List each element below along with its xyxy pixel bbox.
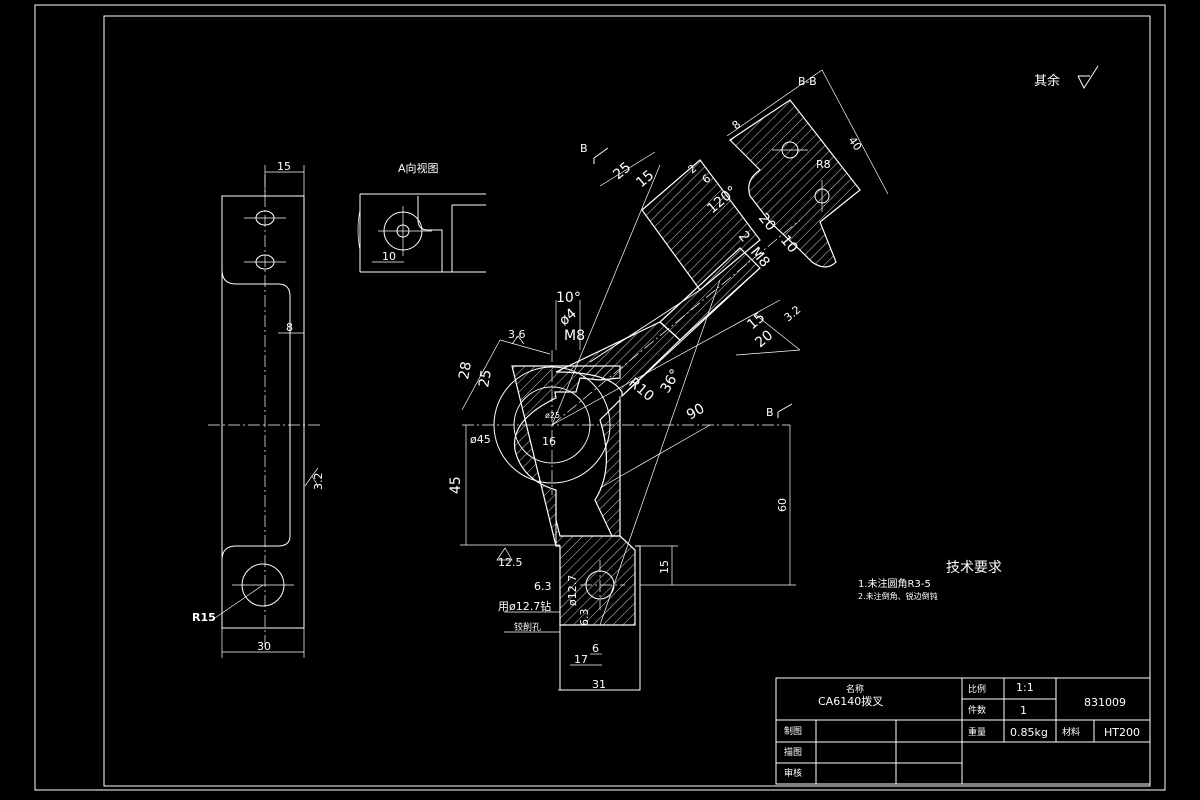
outer-border: [34, 4, 1166, 791]
section-label: B-B: [798, 75, 817, 88]
dim-m8b: M8: [564, 328, 585, 344]
dim-left-top-width: 15: [277, 160, 291, 173]
dim-left-bottom-width: 30: [257, 640, 271, 653]
tb-qty: 1: [1020, 704, 1027, 717]
tb-part-name: CA6140拨叉: [818, 694, 883, 708]
section-mark-right: B: [766, 406, 774, 419]
dim-25b: 25: [476, 368, 495, 388]
dim-dia-4: ø4: [556, 306, 580, 330]
tb-weight-label: 重量: [968, 726, 986, 738]
dim-6-3b: 6.3: [578, 609, 591, 627]
aux-view-label: A向视图: [398, 161, 439, 175]
dim-25: 25: [610, 159, 634, 183]
inner-border: [103, 15, 1151, 787]
tb-part-name-label: 名称: [846, 683, 864, 695]
dim-dia-45: ø45: [470, 433, 491, 446]
tech-req-item-2: 2.未注倒角、锐边倒钝: [858, 591, 938, 601]
dim-bb-r8: R8: [816, 158, 831, 171]
main-view: B B 25 15 2 6 120° 20 10 2 M8 10° ø4 M8: [448, 142, 803, 691]
dim-15c: 15: [658, 560, 671, 574]
section-mark-top: B: [580, 142, 588, 155]
dim-28: 28: [456, 360, 475, 380]
dim-bb-40: 40: [846, 134, 865, 153]
dim-15: 15: [633, 167, 657, 191]
tech-req-title: 技术要求: [946, 560, 1002, 576]
surface-note-label: 其余: [1034, 73, 1060, 89]
dim-left-radius: R15: [192, 611, 216, 624]
dim-angle-10: 10°: [556, 290, 581, 306]
dim-60: 60: [776, 498, 789, 512]
tb-drawing-no: 831009: [1084, 696, 1126, 709]
title-block: 名称 CA6140拨叉 比例 1:1 件数 1 831009 重量 0.85kg…: [775, 677, 1151, 785]
tb-material: HT200: [1104, 726, 1140, 739]
tb-design-label: 描图: [784, 746, 802, 758]
dim-6b: 6: [592, 642, 599, 655]
dim-bore: ø25: [545, 411, 560, 420]
dim-aux-10: 10: [382, 250, 396, 263]
tb-qty-label: 件数: [968, 704, 986, 716]
tb-scale: 1:1: [1016, 681, 1034, 694]
surface-finish-note: 其余: [1034, 65, 1099, 90]
dim-12-5: 12.5: [498, 556, 523, 569]
tb-scale-label: 比例: [968, 683, 986, 695]
bore-note-2: 铰削孔: [514, 621, 541, 633]
dim-45: 45: [448, 476, 464, 494]
tb-drawn-label: 制图: [784, 725, 802, 737]
tb-weight: 0.85kg: [1010, 726, 1048, 739]
dim-90: 90: [684, 401, 707, 424]
dim-3-2: 3.2: [782, 303, 804, 324]
technical-requirements: 技术要求 1.未注圆角R3-5 2.未注倒角、锐边倒钝: [858, 560, 1002, 601]
side-view: 15 8 3.2 R15 30: [192, 160, 325, 658]
dim-left-slot-offset: 8: [286, 321, 293, 334]
dim-16: 16: [542, 435, 556, 448]
dim-angle-36: 36°: [658, 366, 684, 396]
dim-17: 17: [574, 653, 588, 666]
tb-check-label: 审核: [784, 767, 802, 779]
dim-dia-12-7: ø12.7: [566, 575, 579, 606]
bore-note: 用ø12.7钻: [498, 599, 551, 613]
tech-req-item-1: 1.未注圆角R3-5: [858, 577, 931, 590]
dim-left-roughness: 3.2: [312, 473, 325, 491]
dim-6-3: 6.3: [534, 580, 552, 593]
dim-31: 31: [592, 678, 606, 691]
tb-material-label: 材料: [1062, 726, 1080, 738]
dim-3-6: 3.6: [508, 328, 526, 341]
aux-view-a: A向视图 10: [357, 161, 486, 273]
dim-bb-8: 8: [730, 118, 744, 132]
